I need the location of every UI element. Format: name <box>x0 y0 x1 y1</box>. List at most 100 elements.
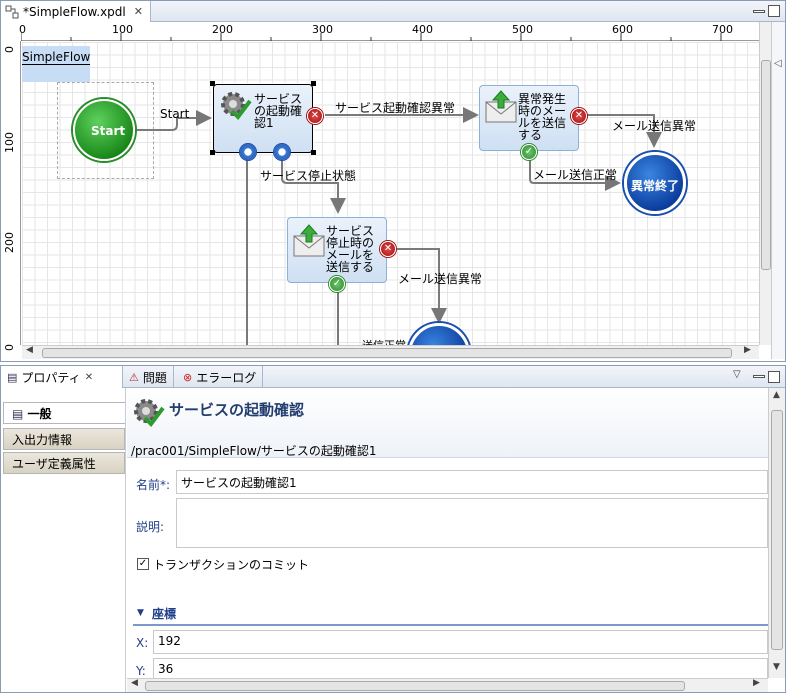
y-field[interactable]: 36 <box>153 658 768 678</box>
x-field[interactable]: 192 <box>153 630 768 654</box>
view-tab-bar: ▤ プロパティ ✕ ⚠ 問題 ⊗ エラーログ ▽ <box>1 366 785 388</box>
editor-horizontal-scrollbar[interactable]: ◀ ▶ <box>22 345 759 359</box>
task-service-check-label: サービスの起動確認1 <box>254 92 303 130</box>
flow-editor: *SimpleFlow.xpdl ✕ 0 100 200 300 400 500… <box>0 0 786 362</box>
mail-send-icon <box>485 90 517 123</box>
scroll-thumb[interactable] <box>771 410 783 650</box>
scroll-left-icon[interactable]: ◀ <box>26 345 33 355</box>
minimize-button[interactable] <box>753 10 765 13</box>
horizontal-ruler: 0 100 200 300 400 500 600 700 <box>19 22 759 41</box>
error-port-icon[interactable]: ✕ <box>571 108 587 124</box>
maximize-button[interactable] <box>768 5 780 17</box>
task-mail-stop[interactable]: サービス停止時のメールを送信する <box>287 217 387 283</box>
selection-handle[interactable] <box>210 150 215 155</box>
y-value: 36 <box>158 662 174 676</box>
properties-view: ▤ プロパティ ✕ ⚠ 問題 ⊗ エラーログ ▽ ▤ 一般 入出力情報 ユーザ定… <box>0 365 786 693</box>
commit-label: トランザクションのコミット <box>153 558 310 572</box>
ruler-label: 200 <box>3 232 16 253</box>
scroll-thumb[interactable] <box>761 60 771 270</box>
side-tab-general[interactable]: ▤ 一般 <box>3 402 125 424</box>
xpdl-file-icon <box>5 5 19 18</box>
error-port-icon[interactable]: ✕ <box>380 241 396 257</box>
ok-port-icon[interactable]: ✓ <box>329 276 345 292</box>
task-mail-stop-label: サービス停止時のメールを送信する <box>326 224 375 274</box>
maximize-button[interactable] <box>768 371 780 383</box>
editor-tab-bar: *SimpleFlow.xpdl ✕ <box>1 1 785 22</box>
scroll-thumb[interactable] <box>42 348 732 358</box>
editor-vertical-scrollbar[interactable] <box>759 22 771 345</box>
edge-label-mail-err2: メール送信異常 <box>398 272 483 286</box>
selection-handle[interactable] <box>210 81 215 86</box>
tab-error-log[interactable]: ⊗ エラーログ <box>177 366 264 388</box>
gear-check-icon <box>134 399 165 428</box>
task-service-check[interactable]: サービスの起動確認1 <box>213 84 313 153</box>
view-menu-icon[interactable]: ▽ <box>733 369 741 380</box>
tab-properties[interactable]: ▤ プロパティ ✕ <box>1 366 123 388</box>
vertical-ruler: 0 100 200 0 <box>1 41 21 351</box>
tab-label: プロパティ <box>21 370 81 385</box>
property-path: /prac001/SimpleFlow/サービスの起動確認1 <box>131 444 377 458</box>
task-mail-error[interactable]: 異常発生時のメールを送信する <box>479 85 579 151</box>
tab-label: エラーログ <box>196 370 257 385</box>
ruler-label: 0 <box>19 23 26 36</box>
ruler-label: 0 <box>3 344 16 351</box>
port-icon[interactable] <box>240 144 256 160</box>
name-label: 名前*: <box>136 478 171 492</box>
ruler-ticks <box>21 33 722 41</box>
start-event[interactable]: Start <box>73 99 135 161</box>
collapse-section-icon[interactable]: ▼ <box>137 608 144 618</box>
ruler-label: 600 <box>612 23 633 36</box>
error-port-icon[interactable]: ✕ <box>307 108 323 124</box>
ok-port-icon[interactable]: ✓ <box>521 144 537 160</box>
ruler-label: 700 <box>712 23 733 36</box>
mail-send-icon <box>293 224 325 257</box>
edge-label-start: Start <box>160 107 190 121</box>
editor-tab-title: *SimpleFlow.xpdl <box>23 4 126 19</box>
editor-tab[interactable]: *SimpleFlow.xpdl ✕ <box>1 1 151 22</box>
section-divider <box>133 624 768 626</box>
property-side-tabs: ▤ 一般 入出力情報 ユーザ定義属性 <box>1 388 126 692</box>
property-header: サービスの起動確認 /prac001/SimpleFlow/サービスの起動確認1 <box>127 388 768 458</box>
ruler-label: 400 <box>412 23 433 36</box>
name-field[interactable]: サービスの起動確認1 <box>176 470 768 494</box>
port-icon[interactable] <box>274 144 290 160</box>
scroll-down-icon[interactable]: ▼ <box>773 662 780 672</box>
commit-checkbox[interactable]: ✓ <box>137 558 149 570</box>
x-label: X: <box>136 636 149 650</box>
properties-horizontal-scrollbar[interactable]: ◀ ▶ <box>127 678 768 692</box>
ruler-label: 200 <box>212 23 233 36</box>
side-tab-user-attrs[interactable]: ユーザ定義属性 <box>3 452 125 474</box>
palette-collapsed[interactable]: ◁ <box>771 22 785 359</box>
scroll-left-icon[interactable]: ◀ <box>131 678 138 688</box>
end-event-label: 異常終了 <box>631 179 680 193</box>
pool-label: SimpleFlow <box>22 50 91 65</box>
close-icon[interactable]: ✕ <box>133 5 143 18</box>
scroll-thumb[interactable] <box>145 681 685 691</box>
side-tab-io[interactable]: 入出力情報 <box>3 428 125 450</box>
tab-problems[interactable]: ⚠ 問題 <box>123 366 174 388</box>
edge-label-mail-err1: メール送信異常 <box>612 119 697 133</box>
properties-icon: ▤ <box>7 370 18 384</box>
minimize-button[interactable] <box>753 375 765 378</box>
side-tab-label: ユーザ定義属性 <box>12 457 96 471</box>
selection-handle[interactable] <box>311 150 316 155</box>
task-mail-error-label: 異常発生時のメールを送信する <box>518 92 567 142</box>
edge-label-stop: サービス停止状態 <box>260 169 357 183</box>
scroll-right-icon[interactable]: ▶ <box>744 345 751 355</box>
edge-label-cut: 送信正常 <box>362 337 406 345</box>
end-event-error[interactable]: 異常終了 <box>624 152 686 214</box>
description-label: 説明: <box>136 520 165 534</box>
edge-label-error1: サービス起動確認異常 <box>335 101 456 115</box>
description-field[interactable] <box>176 498 768 548</box>
close-icon[interactable]: ✕ <box>84 371 94 383</box>
start-event-label: Start <box>91 124 126 138</box>
gear-check-icon <box>221 92 252 121</box>
expand-palette-icon[interactable]: ◁ <box>774 58 782 69</box>
tab-label: 問題 <box>142 370 167 385</box>
properties-vertical-scrollbar[interactable]: ▲ ▼ <box>768 388 785 678</box>
diagram-canvas[interactable]: SimpleFlow Start Start サービスの起動確認1 ✕ サービス… <box>22 42 759 345</box>
selection-handle[interactable] <box>311 81 316 86</box>
scroll-up-icon[interactable]: ▲ <box>773 390 780 400</box>
scroll-right-icon[interactable]: ▶ <box>753 678 760 688</box>
y-label: Y: <box>136 664 146 678</box>
